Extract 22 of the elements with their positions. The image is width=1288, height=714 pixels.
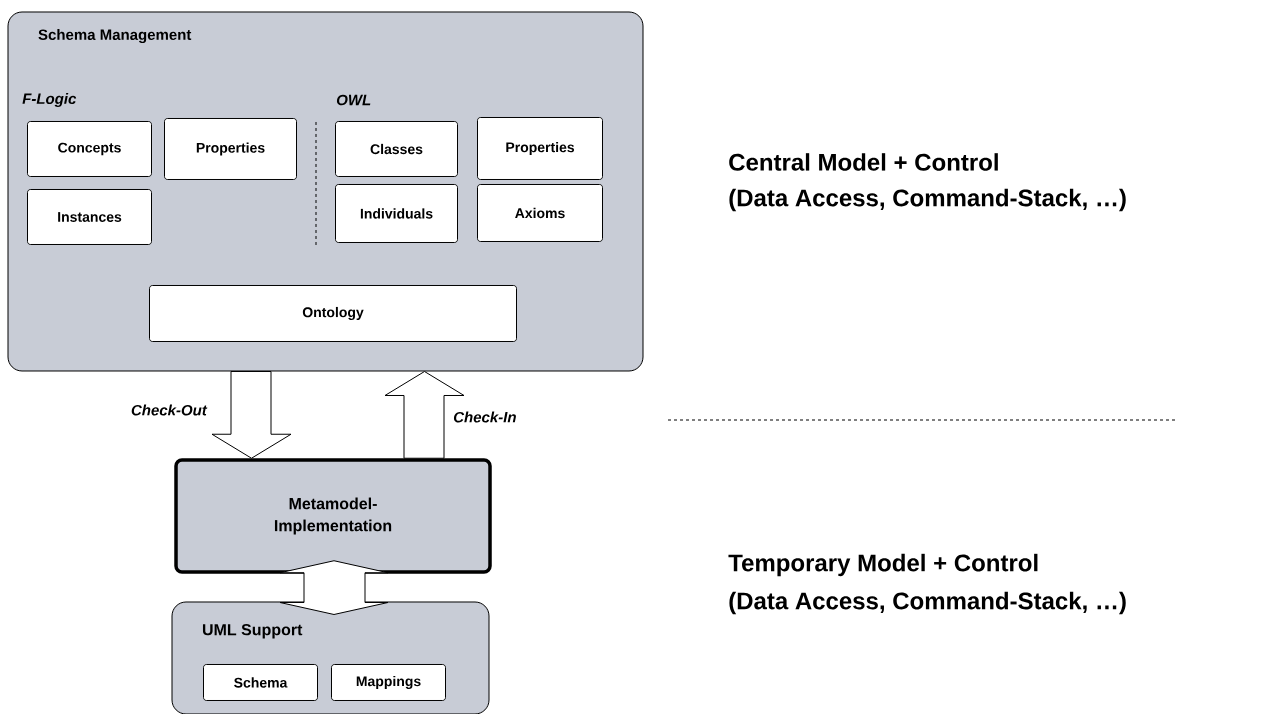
component-box: Ontology (149, 285, 517, 342)
component-box: Mappings (331, 664, 446, 701)
layer-label: Central Model + Control (729, 153, 998, 171)
component-box: Properties (164, 118, 297, 180)
block-arrow (279, 560, 389, 615)
block-arrow (211, 371, 292, 459)
component-box: Classes (335, 121, 458, 177)
edge-label: Check-In (453, 411, 516, 423)
layer-label: (Data Access, Command-Stack, …) (729, 188, 1126, 212)
component-box: Concepts (27, 121, 152, 177)
section-label: F-Logic (22, 93, 77, 107)
edge-label: Check-Out (131, 404, 208, 416)
section-label: OWL (336, 94, 371, 106)
component-box: Metamodel-Implementation (174, 458, 492, 574)
component-box: Properties (477, 117, 603, 180)
component-box: Axioms (477, 184, 603, 242)
component-box: Individuals (335, 184, 458, 243)
component-box: Instances (27, 189, 152, 245)
layer-label: (Data Access, Command-Stack, …) (729, 591, 1126, 615)
block-arrow (384, 371, 465, 459)
layer-label: Temporary Model + Control (728, 553, 1038, 577)
component-box: Schema (203, 664, 318, 701)
